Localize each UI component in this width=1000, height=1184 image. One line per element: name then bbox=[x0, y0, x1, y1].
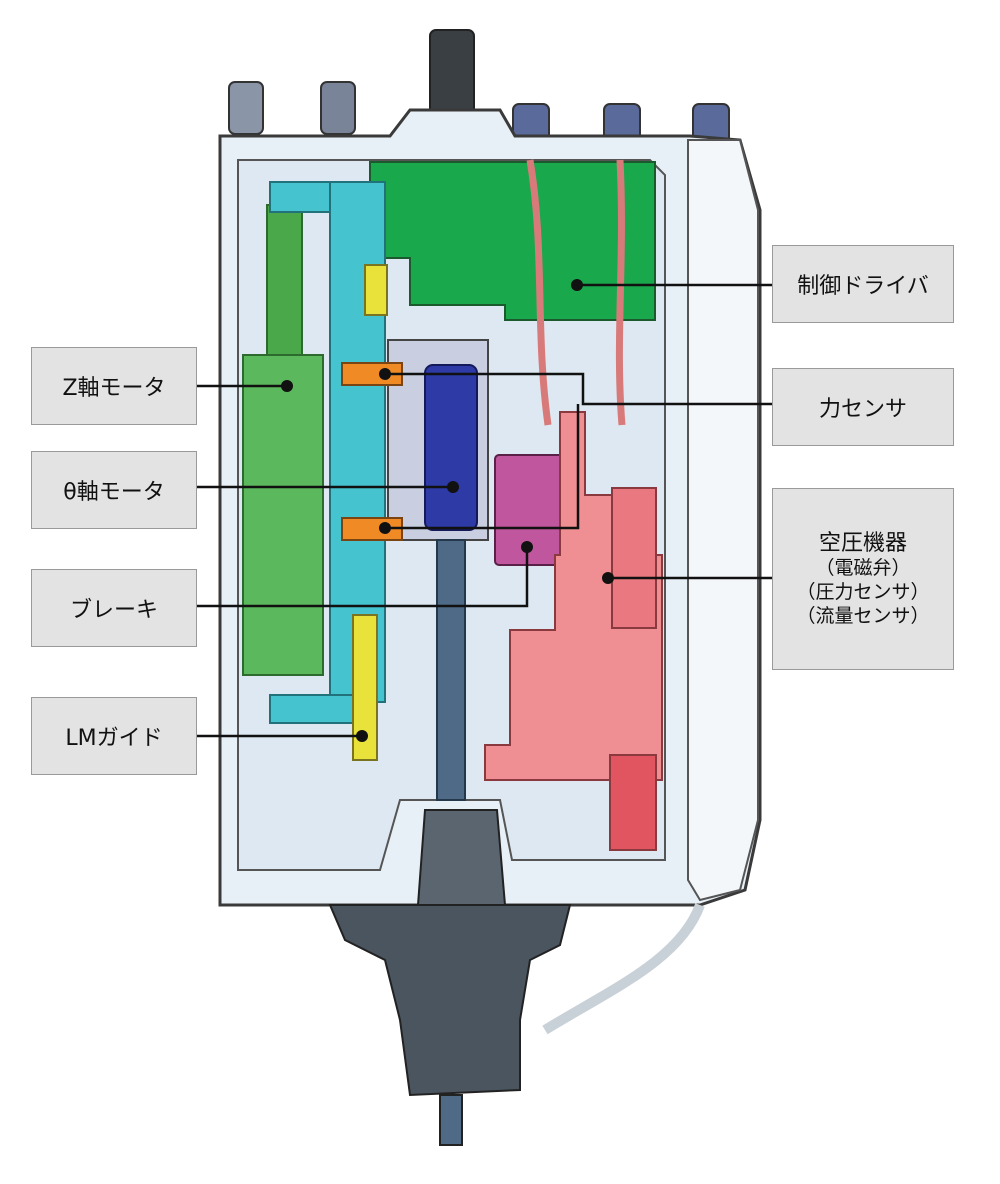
leader-brake bbox=[197, 547, 529, 608]
dot-pneumatic bbox=[602, 572, 614, 584]
lm-guide-upper bbox=[364, 264, 388, 316]
air-fitting-2 bbox=[320, 81, 356, 135]
dot-theta-motor bbox=[447, 481, 459, 493]
top-connectors bbox=[228, 29, 730, 151]
label-control-driver: 制御ドライバ bbox=[772, 245, 954, 323]
side-air-tube bbox=[542, 903, 705, 1035]
dot-control-driver bbox=[571, 279, 583, 291]
dot-theta-branch bbox=[379, 522, 391, 534]
control-driver-pcb bbox=[369, 161, 656, 321]
nozzle-tip bbox=[439, 1094, 463, 1146]
label-brake: ブレーキ bbox=[31, 569, 197, 647]
air-tube-2 bbox=[615, 159, 626, 426]
dot-lm-guide bbox=[356, 730, 368, 742]
leader-theta-motor-branch bbox=[385, 404, 580, 530]
theta-motor-body bbox=[424, 364, 478, 531]
label-z-motor: Z軸モータ bbox=[31, 347, 197, 425]
dot-z-motor bbox=[281, 380, 293, 392]
leader-dots bbox=[281, 279, 614, 742]
spline-shaft bbox=[436, 539, 466, 801]
label-pneumatic: 空圧機器 （電磁弁） （圧力センサ） （流量センサ） bbox=[772, 488, 954, 670]
label-lm-guide: LMガイド bbox=[31, 697, 197, 775]
valve-unit bbox=[611, 487, 657, 629]
nozzle-mount bbox=[328, 904, 572, 1097]
side-cover bbox=[687, 139, 759, 902]
dot-force-sensor bbox=[379, 368, 391, 380]
sensor-unit bbox=[609, 754, 657, 851]
dot-brake bbox=[521, 541, 533, 553]
pneumatic-item-1: （電磁弁） bbox=[815, 557, 911, 580]
leader-lines bbox=[197, 283, 772, 738]
leader-force-sensor bbox=[385, 372, 772, 406]
air-fitting-1 bbox=[228, 81, 264, 135]
z-motor-body bbox=[242, 354, 324, 676]
label-theta-motor: θ軸モータ bbox=[31, 451, 197, 529]
pneumatic-item-3: （流量センサ） bbox=[796, 604, 930, 627]
pneumatic-title: 空圧機器 bbox=[818, 530, 907, 556]
pneumatic-item-2: （圧力センサ） bbox=[796, 580, 930, 603]
z-motor-rod bbox=[266, 204, 303, 356]
nozzle-top bbox=[416, 809, 507, 906]
air-tube-1 bbox=[526, 159, 552, 426]
label-force-sensor: 力センサ bbox=[772, 368, 954, 446]
